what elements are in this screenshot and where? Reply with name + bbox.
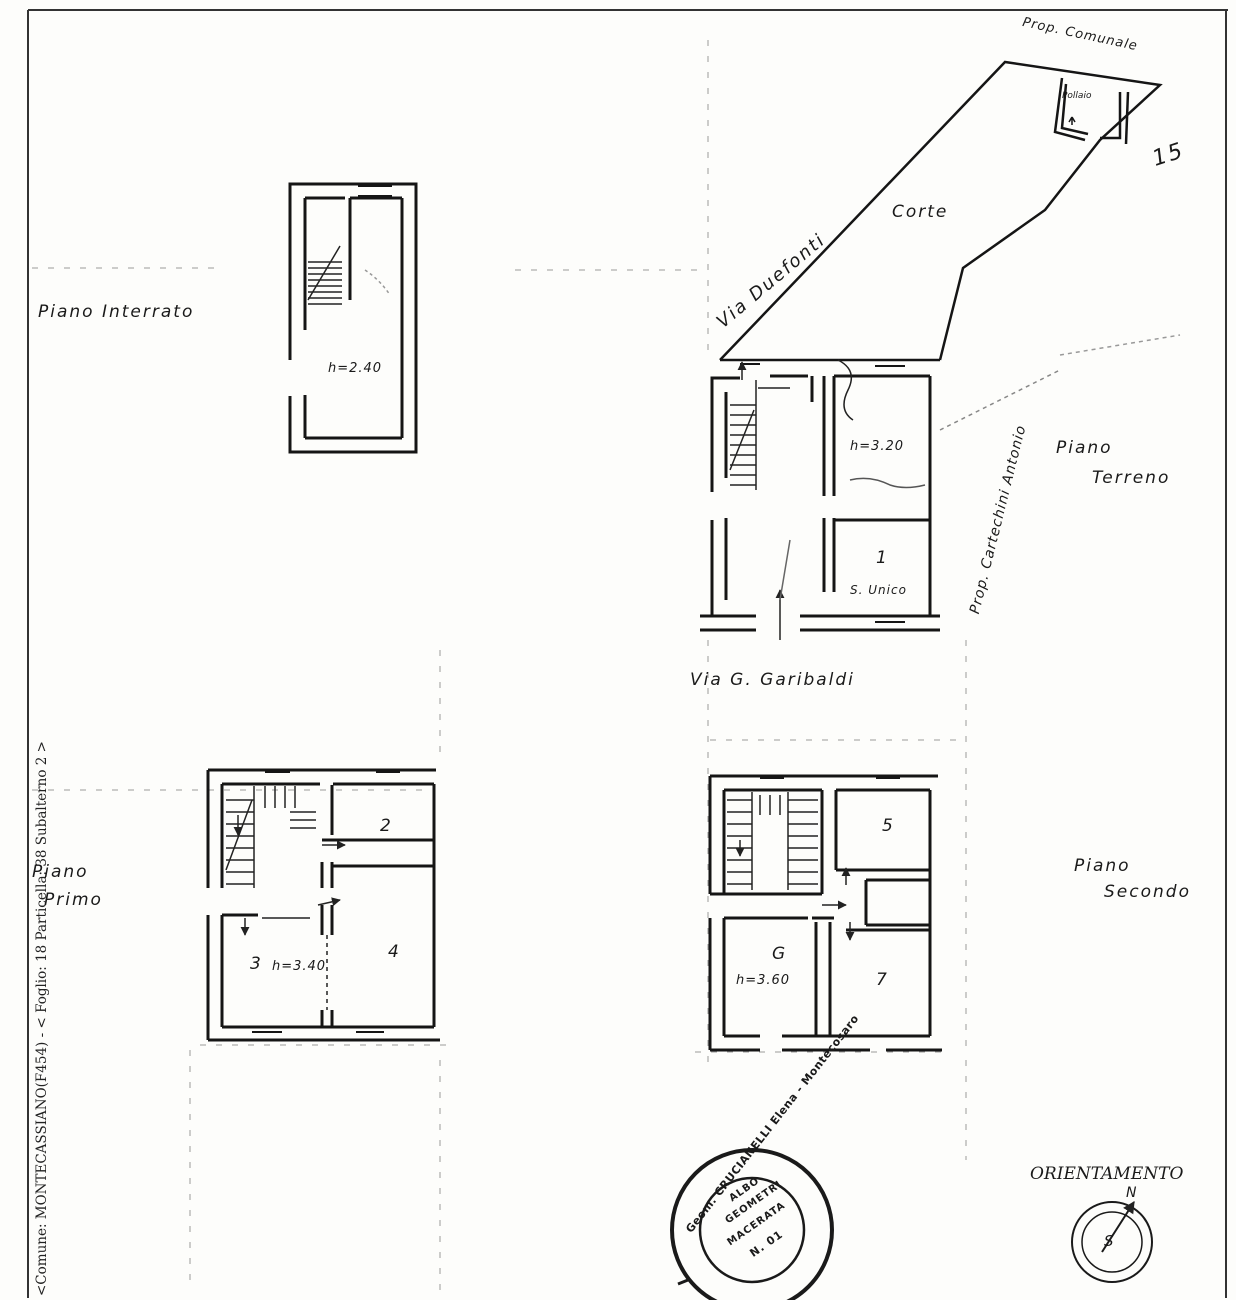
room-6-number: G [772, 944, 788, 964]
label-piano-interrato: Piano Interrato [38, 302, 195, 322]
label-piano-primo-1: Piano [32, 862, 89, 882]
label-via-garibaldi: Via G. Garibaldi [690, 670, 855, 690]
room-5-number: 5 [882, 816, 895, 836]
margin-reference-note: <Comune: MONTECASSIANO(F454) - < Foglio:… [34, 741, 50, 1296]
room-2-number: 2 [380, 816, 393, 836]
height-secondo: h=3.60 [736, 973, 791, 988]
height-primo: h=3.40 [272, 959, 327, 974]
room-1-number: 1 [876, 548, 889, 568]
stair-interrato [307, 245, 391, 305]
label-piano-primo-2: Primo [44, 890, 103, 910]
orientation-compass [1071, 1200, 1153, 1283]
height-terreno: h=3.20 [850, 439, 905, 454]
label-piano-secondo-1: Piano [1074, 856, 1131, 876]
room-7-number: 7 [876, 970, 889, 990]
label-piano-terreno-2: Terreno [1092, 468, 1171, 488]
plan-piano-secondo [708, 774, 942, 1052]
site-outline [719, 60, 1163, 362]
label-pollaio: Pollaio [1062, 91, 1092, 101]
stair-secondo [727, 792, 855, 941]
height-interrato: h=2.40 [328, 361, 383, 376]
orientation-title: ORIENTAMENTO [1030, 1164, 1184, 1184]
stair-terreno [729, 334, 1181, 640]
label-piano-secondo-2: Secondo [1104, 882, 1191, 902]
plan-piano-terreno [700, 363, 940, 632]
stair-primo [225, 786, 346, 1010]
pollaio-building [1053, 77, 1130, 145]
sheet-frame [27, 9, 1228, 1298]
plan-piano-interrato [288, 182, 418, 454]
room-4-number: 4 [388, 942, 401, 962]
plan-piano-primo [206, 768, 440, 1042]
surveyor-stamp [670, 1148, 834, 1300]
label-corte: Corte [892, 202, 949, 222]
room-1-note: S. Unico [850, 583, 907, 597]
room-3-number: 3 [250, 954, 263, 974]
orientation-compass-mark: S [1104, 1232, 1114, 1250]
label-piano-terreno-1: Piano [1056, 438, 1113, 458]
orientation-north-letter: N [1126, 1185, 1137, 1201]
grid-lines [32, 40, 967, 1290]
